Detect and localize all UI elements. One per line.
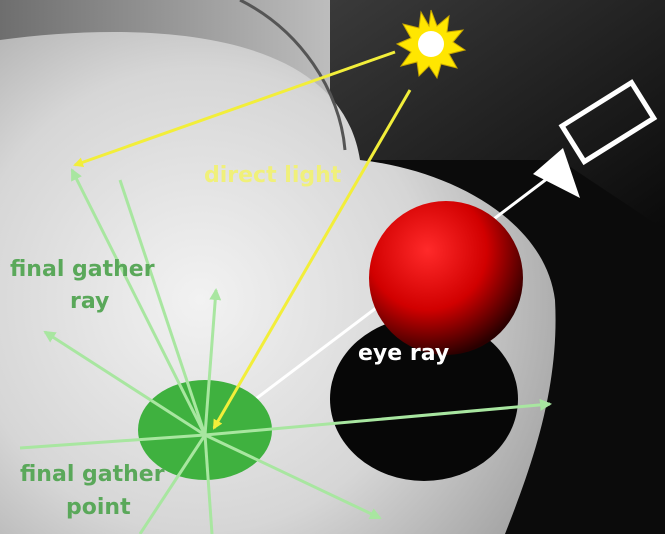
- label-final-gather-point-1: final gather: [20, 462, 165, 487]
- gather-ray-up-left: [70, 168, 207, 436]
- direct-light-rays: [73, 50, 412, 430]
- sphere-shadow: [330, 317, 518, 481]
- gather-ray-right: [204, 398, 552, 437]
- red-sphere: [369, 201, 523, 355]
- direct-light-ray-to-wall: [73, 50, 396, 168]
- gather-ray-up: [203, 288, 222, 436]
- wall-corner-edge: [239, 0, 347, 151]
- label-final-gather-point-2: point: [66, 495, 131, 520]
- gather-ray-down: [203, 434, 214, 534]
- label-final-gather-ray-2: ray: [70, 289, 109, 314]
- gather-ray-up-left-2: [118, 179, 207, 436]
- label-final-gather-ray-1: final gather: [10, 257, 155, 282]
- camera-icon: [533, 79, 658, 198]
- gather-ray-left-low: [19, 433, 206, 450]
- gather-ray-down-left: [138, 434, 207, 534]
- label-eye-ray: eye ray: [358, 341, 449, 366]
- final-gather-rays: [19, 168, 552, 534]
- camera-lens: [533, 148, 580, 198]
- label-direct-light: direct light: [204, 163, 342, 188]
- direct-light-ray-to-point: [212, 89, 412, 430]
- camera-body: [558, 79, 658, 166]
- sun-icon: [395, 9, 467, 80]
- gather-ray-left: [43, 330, 206, 437]
- gather-ray-down-right: [204, 433, 382, 520]
